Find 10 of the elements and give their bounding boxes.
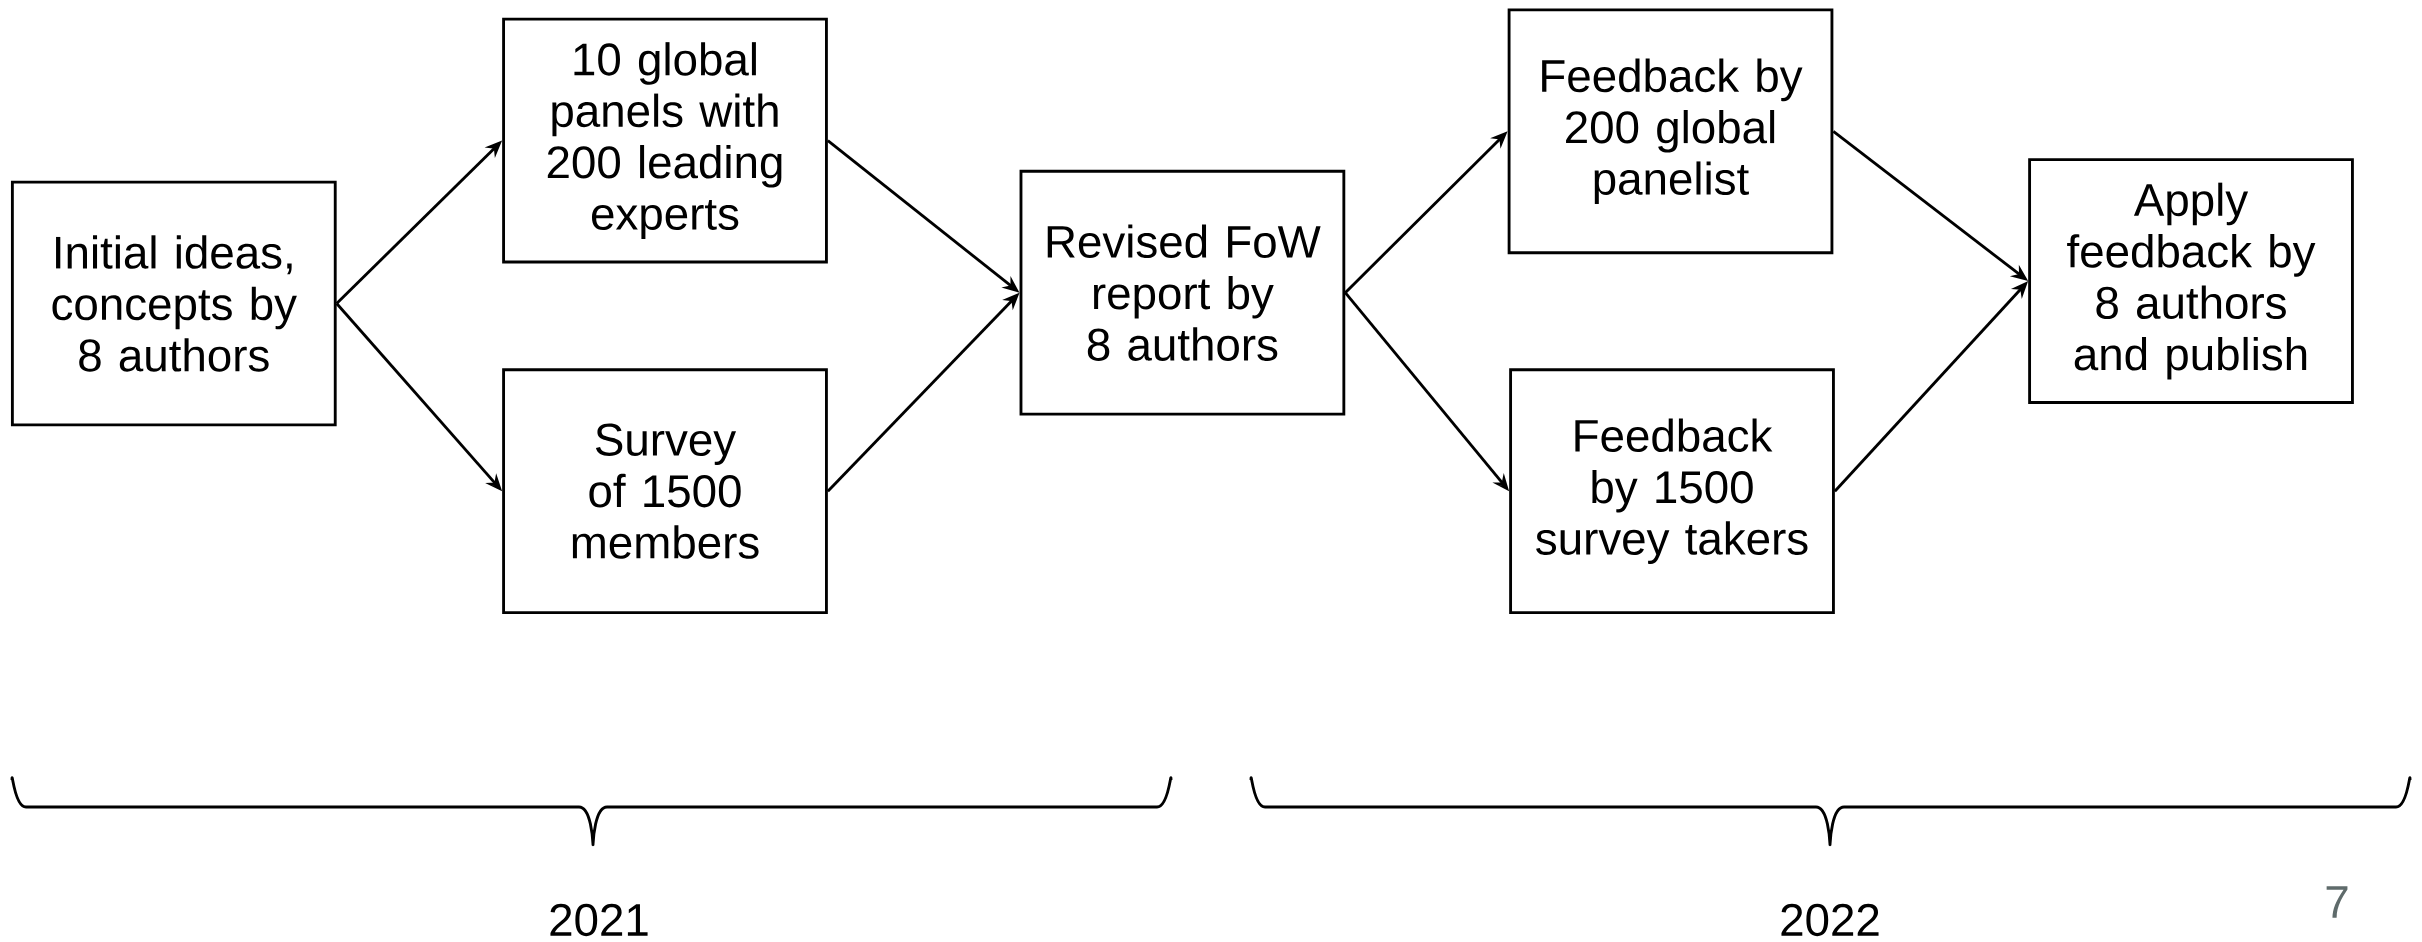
process-box: Survey of 1500 members [502, 368, 828, 615]
year-label: 2022 [1781, 903, 1879, 937]
process-box: Feedback by 200 global panelist [1507, 8, 1834, 255]
process-box: Initial ideas, concepts by 8 authors [10, 180, 337, 427]
page-number: 7 [2326, 886, 2348, 918]
process-box: Feedback by 1500 survey takers [1509, 368, 1835, 615]
process-box: 10 global panels with 200 leading experts [502, 17, 828, 264]
process-box: Revised FoW report by 8 authors [1019, 169, 1346, 416]
process-box: Apply feedback by 8 authors and publish [2028, 158, 2354, 404]
year-label: 2021 [550, 903, 648, 937]
